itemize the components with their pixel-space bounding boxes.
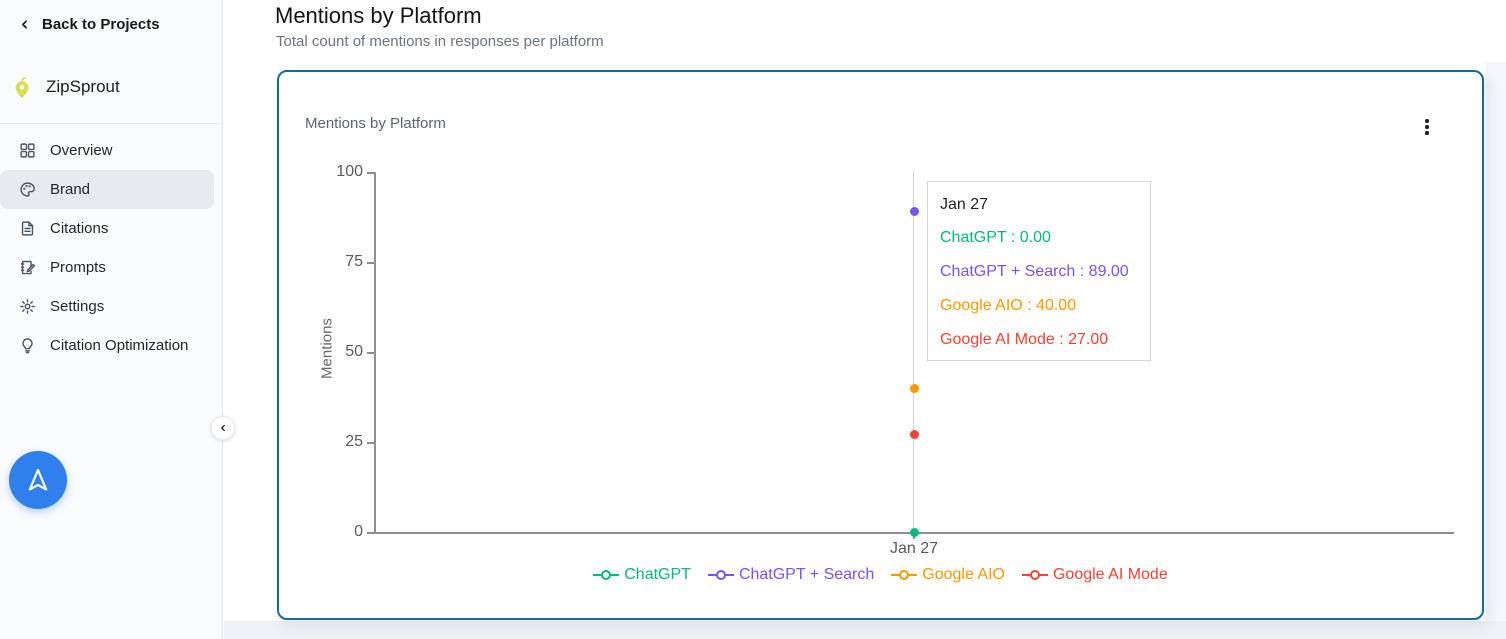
sidebar-item-label: Brand xyxy=(50,181,91,198)
legend-item-google-ai-mode[interactable]: Google AI Mode xyxy=(1021,566,1168,584)
lightbulb-icon xyxy=(19,337,36,354)
project-name: ZipSprout xyxy=(46,77,120,96)
data-point-google-aio xyxy=(909,383,919,393)
mentions-chart-card: Mentions by Platform Mentions Jan 27 Jan… xyxy=(277,70,1484,620)
y-tick-label: 50 xyxy=(345,343,363,360)
chevron-left-icon xyxy=(18,18,31,31)
grid-icon xyxy=(19,142,36,159)
data-point-google-ai-mode xyxy=(909,430,919,440)
page-background-right xyxy=(1486,62,1506,639)
map-pin-icon xyxy=(11,75,33,99)
send-fab-button[interactable] xyxy=(9,451,67,509)
legend-item-chatgpt[interactable]: ChatGPT xyxy=(593,566,691,584)
y-tick-mark xyxy=(367,442,374,444)
tooltip-entry: Google AI Mode : 27.00 xyxy=(940,331,1109,348)
sidebar-item-brand[interactable]: Brand xyxy=(0,170,214,209)
y-tick-mark xyxy=(367,352,374,354)
legend-marker-icon xyxy=(1021,569,1048,581)
legend-label: Google AIO xyxy=(922,566,1005,583)
sidebar: Back to Projects ZipSprout Overview xyxy=(0,0,223,639)
back-to-projects-label: Back to Projects xyxy=(42,16,160,33)
y-tick-label: 0 xyxy=(354,523,363,540)
project-header: ZipSprout xyxy=(11,75,120,99)
tooltip-entry: ChatGPT : 0.00 xyxy=(940,229,1051,246)
y-tick-label: 75 xyxy=(345,253,363,270)
document-icon xyxy=(19,220,36,237)
sidebar-item-prompts[interactable]: Prompts xyxy=(0,248,214,287)
sidebar-item-overview[interactable]: Overview xyxy=(0,131,214,170)
page-subtitle: Total count of mentions in responses per… xyxy=(276,33,604,50)
page-background-bottom xyxy=(224,621,1506,639)
legend-marker-icon xyxy=(891,569,918,581)
tooltip-entry: ChatGPT + Search : 89.00 xyxy=(940,263,1129,280)
tooltip-entry: Google AIO : 40.00 xyxy=(940,297,1077,314)
y-tick-mark xyxy=(367,532,374,534)
gear-icon xyxy=(19,298,36,315)
x-axis-label: Jan 27 xyxy=(889,540,939,557)
sidebar-item-settings[interactable]: Settings xyxy=(0,287,214,326)
legend-item-google-aio[interactable]: Google AIO xyxy=(891,566,1005,584)
crosshair-line xyxy=(913,172,914,532)
page-title: Mentions by Platform xyxy=(275,3,482,28)
chevron-left-icon xyxy=(218,423,228,433)
paper-plane-icon xyxy=(23,465,53,495)
chart-legend: ChatGPT ChatGPT + Search Google AIO Google … xyxy=(279,566,1482,584)
legend-label: ChatGPT xyxy=(624,566,691,583)
y-axis-line xyxy=(374,172,376,532)
sidebar-item-citation-optimization[interactable]: Citation Optimization xyxy=(0,326,214,365)
legend-marker-icon xyxy=(593,569,620,581)
y-tick-mark xyxy=(367,172,374,174)
tooltip-title: Jan 27 xyxy=(940,196,989,213)
sidebar-item-label: Overview xyxy=(50,142,113,159)
data-point-chatgpt-search xyxy=(909,207,919,217)
sidebar-nav: Overview Brand Citations Prompts xyxy=(0,131,214,365)
sidebar-item-label: Settings xyxy=(50,298,105,315)
legend-marker-icon xyxy=(707,569,734,581)
sidebar-item-label: Prompts xyxy=(50,259,106,276)
sidebar-divider xyxy=(0,123,223,124)
legend-label: Google AI Mode xyxy=(1052,566,1168,583)
notebook-pencil-icon xyxy=(19,259,36,276)
sidebar-item-citations[interactable]: Citations xyxy=(0,209,214,248)
back-to-projects-button[interactable]: Back to Projects xyxy=(18,16,160,33)
data-point-chatgpt xyxy=(909,527,919,537)
sidebar-item-label: Citation Optimization xyxy=(50,337,189,354)
sidebar-collapse-button[interactable] xyxy=(211,416,235,440)
y-tick-label: 100 xyxy=(336,163,363,180)
y-tick-label: 25 xyxy=(345,433,363,450)
kebab-menu-icon[interactable] xyxy=(1418,116,1436,138)
chart-card-title: Mentions by Platform xyxy=(305,115,446,132)
legend-label: ChatGPT + Search xyxy=(738,566,875,583)
y-tick-mark xyxy=(367,262,374,264)
legend-item-chatgpt-search[interactable]: ChatGPT + Search xyxy=(707,566,875,584)
palette-icon xyxy=(19,181,36,198)
sidebar-item-label: Citations xyxy=(50,220,109,237)
